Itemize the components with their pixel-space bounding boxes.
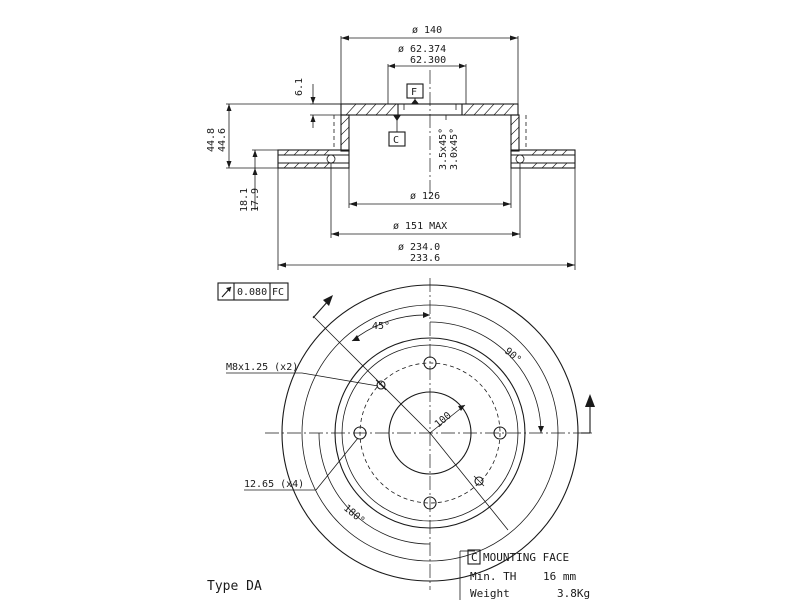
disc-friction-inner [301,304,559,562]
mounting-letter: C [471,551,478,564]
min-th-value: 16 mm [543,570,576,583]
dim-234-max: ø 234.0 [398,242,440,253]
dim-126: ø 126 [348,168,512,208]
bolt-hole-right [493,426,507,440]
type-label: Type DA [207,579,262,594]
dim-6-1: 6.1 [294,78,341,128]
runout-frame: 0.080 FC [217,282,289,301]
angle-45-arc [351,314,431,342]
dim-151-text: ø 151 MAX [393,221,447,232]
bolt-hole-top [423,356,437,370]
radial-45-line [312,315,431,434]
chamfer-b: 3.0x45° [449,128,460,170]
dim-126-text: ø 126 [410,191,440,202]
dim-18-1: 18.1 [239,188,250,212]
mounting-face: MOUNTING FACE [483,551,569,564]
dim-140-text: ø 140 [412,25,442,36]
datum-f-letter: F [411,87,417,98]
datum-c-letter: C [393,135,399,146]
spec-block: C MOUNTING FACE Min. TH 16 mm Weight 3.8… [459,549,590,600]
dim-44-8: 44.8 [206,128,217,152]
thread-hole-b [474,476,484,486]
disc-hat-inner [341,344,519,522]
disc-outer-edge [281,284,579,582]
thread-hole-a [376,380,386,390]
bolt-circle-text: 100 [433,410,454,430]
hat-flange [340,103,519,116]
mounting-letter-box [467,549,481,565]
dim-62: ø 62.374 62.300 [387,44,467,104]
min-th-label: Min. TH [470,570,516,583]
thread-label: M8x1.25 (x2) [226,362,298,373]
chamfer-note: 3.5x45° 3.0x45° [438,115,460,170]
disc-hat-outer [334,337,526,529]
weight-value: 3.8Kg [557,587,590,600]
dim-18: 18.1 17.9 [239,149,278,212]
rotation-arrow-icon [312,295,333,319]
radial-lower-line [429,432,509,531]
dim-62-max: ø 62.374 [398,44,446,55]
dim-234: ø 234.0 233.6 [277,168,576,270]
braking-ring-left [277,149,350,169]
angle-90: 90° [502,346,523,366]
hat-walls [333,114,527,152]
weight-label: Weight [470,587,510,600]
datum-c: C [388,115,406,147]
chamfer-a: 3.5x45° [438,128,449,170]
dim-62-min: 62.300 [410,55,446,66]
front-view: 45° 90° 180° 100 M8x1.25 (x2) 12.65 (x4) [226,278,595,590]
runout-value: 0.080 [237,287,267,298]
dim-17-9: 17.9 [250,188,261,212]
dim-44-6: 44.6 [217,128,228,152]
dim-140: ø 140 [340,25,519,104]
center-bore [388,391,472,475]
angle-45: 45° [372,321,390,332]
dim-234-min: 233.6 [410,253,440,264]
datum-f: F [406,83,424,104]
angle-180-arc [318,432,431,545]
bolt-hole-left [353,426,367,440]
runout-ref: FC [272,287,284,298]
dim-151: ø 151 MAX [330,163,521,238]
angle-180: 180° [341,503,367,527]
angle-90-arc [429,321,542,434]
section-view: ø 140 ø 62.374 62.300 F C [206,25,576,301]
bolt-hole-bottom [423,496,437,510]
direction-arrow-icon [581,394,595,434]
bolt-circle [359,362,501,504]
dim-44: 44.8 44.6 [206,103,341,169]
braking-ring-right [510,149,576,169]
dim-6-1-text: 6.1 [294,78,305,96]
hole-label: 12.65 (x4) [244,479,304,490]
